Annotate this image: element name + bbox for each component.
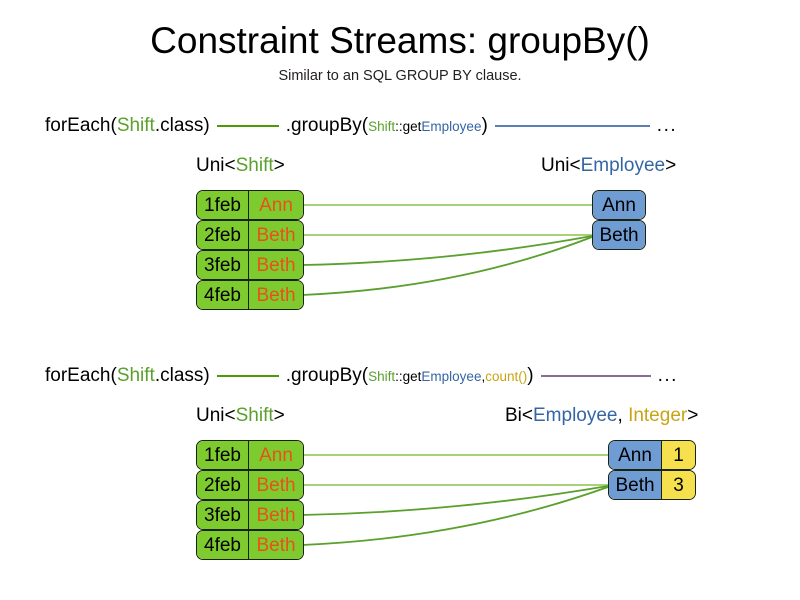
for-each-suffix: .class) xyxy=(154,115,210,136)
collector-function: count() xyxy=(485,368,528,384)
shift-row[interactable]: 3feb Beth xyxy=(196,500,304,530)
for-each-type: Shift xyxy=(116,365,155,386)
shift-employee: Beth xyxy=(249,531,303,559)
group-count: 3 xyxy=(661,471,695,499)
link-shift-3feb-to-beth-count xyxy=(301,485,609,516)
type-generic-one: Shift xyxy=(235,405,274,426)
shift-row[interactable]: 3feb Beth xyxy=(196,250,304,280)
links-section-two xyxy=(301,454,609,546)
type-outer-suffix: > xyxy=(665,155,677,176)
shift-employee: Beth xyxy=(249,251,303,279)
type-generic-separator: , xyxy=(617,405,629,426)
mapper-property: Employee xyxy=(421,118,482,134)
shift-row[interactable]: 1feb Ann xyxy=(196,190,304,220)
type-generic-one: Shift xyxy=(235,155,274,176)
shift-employee: Beth xyxy=(249,221,303,249)
page-title: Constraint Streams: groupBy() xyxy=(150,20,650,61)
shift-employee: Ann xyxy=(249,441,303,469)
group-by-suffix: ) xyxy=(527,365,534,386)
type-generic-one: Employee xyxy=(580,155,666,176)
type-outer-suffix: > xyxy=(687,405,699,426)
type-outer-prefix: Uni< xyxy=(196,405,236,426)
shift-employee: Ann xyxy=(249,191,303,219)
shift-date: 2feb xyxy=(197,471,249,499)
group-by-prefix: .groupBy( xyxy=(285,365,369,386)
shift-row[interactable]: 4feb Beth xyxy=(196,280,304,310)
connector-rule-purple xyxy=(540,375,651,377)
type-outer-prefix: Bi< xyxy=(505,405,533,426)
type-label-right-section-one: Uni<Employee> xyxy=(541,155,676,177)
mapper-type: Shift xyxy=(368,368,396,384)
for-each-type: Shift xyxy=(116,115,155,136)
code-line-section-two: forEach(Shift.class) .groupBy(Shift::get… xyxy=(45,365,678,387)
type-label-right-section-two: Bi<Employee, Integer> xyxy=(505,405,698,427)
shift-date: 4feb xyxy=(197,281,249,309)
page-subtitle: Similar to an SQL GROUP BY clause. xyxy=(278,68,522,84)
for-each-prefix: forEach( xyxy=(45,365,117,386)
for-each-suffix: .class) xyxy=(154,365,210,386)
shift-date: 4feb xyxy=(197,531,249,559)
shift-date: 3feb xyxy=(197,251,249,279)
link-shift-4feb-to-beth xyxy=(301,236,593,296)
shift-employee: Beth xyxy=(249,281,303,309)
shift-row[interactable]: 4feb Beth xyxy=(196,530,304,560)
connector-rule-blue xyxy=(494,125,650,127)
type-outer-prefix: Uni< xyxy=(196,155,236,176)
mapper-separator: ::get xyxy=(395,368,422,384)
type-outer-prefix: Uni< xyxy=(541,155,581,176)
group-employee: Ann xyxy=(609,441,661,469)
group-row[interactable]: Beth 3 xyxy=(608,470,696,500)
mapper-type: Shift xyxy=(368,118,396,134)
group-row[interactable]: Ann 1 xyxy=(608,440,696,470)
type-label-left-section-one: Uni<Shift> xyxy=(196,155,285,177)
ellipsis-section-two: ... xyxy=(657,365,678,386)
mapper-property: Employee xyxy=(421,368,482,384)
shift-row[interactable]: 1feb Ann xyxy=(196,440,304,470)
shift-employee: Beth xyxy=(249,501,303,529)
group-row[interactable]: Ann xyxy=(592,190,646,220)
group-row[interactable]: Beth xyxy=(592,220,646,250)
group-employee: Beth xyxy=(609,471,661,499)
type-outer-suffix: > xyxy=(273,405,285,426)
collector-separator: , xyxy=(481,368,486,384)
type-generic-one: Employee xyxy=(533,405,618,426)
group-by-prefix: .groupBy( xyxy=(285,115,369,136)
shift-date: 1feb xyxy=(197,441,249,469)
type-generic-two: Integer xyxy=(628,405,688,426)
type-outer-suffix: > xyxy=(273,155,285,176)
code-line-section-one: forEach(Shift.class) .groupBy(Shift::get… xyxy=(45,115,677,137)
group-employee: Beth xyxy=(593,221,645,249)
shift-date: 2feb xyxy=(197,221,249,249)
shift-row[interactable]: 2feb Beth xyxy=(196,220,304,250)
group-by-suffix: ) xyxy=(481,115,488,136)
ellipsis-section-one: ... xyxy=(656,115,678,136)
shift-row[interactable]: 2feb Beth xyxy=(196,470,304,500)
group-count: 1 xyxy=(661,441,695,469)
connector-rule-green xyxy=(216,375,279,377)
connector-rule-green xyxy=(216,125,279,127)
mapper-separator: ::get xyxy=(395,118,422,134)
shift-date: 1feb xyxy=(197,191,249,219)
group-employee: Ann xyxy=(593,191,645,219)
for-each-prefix: forEach( xyxy=(45,115,117,136)
type-label-left-section-two: Uni<Shift> xyxy=(196,405,285,427)
link-shift-4feb-to-beth-count xyxy=(301,486,609,546)
link-shift-3feb-to-beth xyxy=(301,235,593,266)
shift-employee: Beth xyxy=(249,471,303,499)
shift-date: 3feb xyxy=(197,501,249,529)
links-section-one xyxy=(301,204,593,296)
